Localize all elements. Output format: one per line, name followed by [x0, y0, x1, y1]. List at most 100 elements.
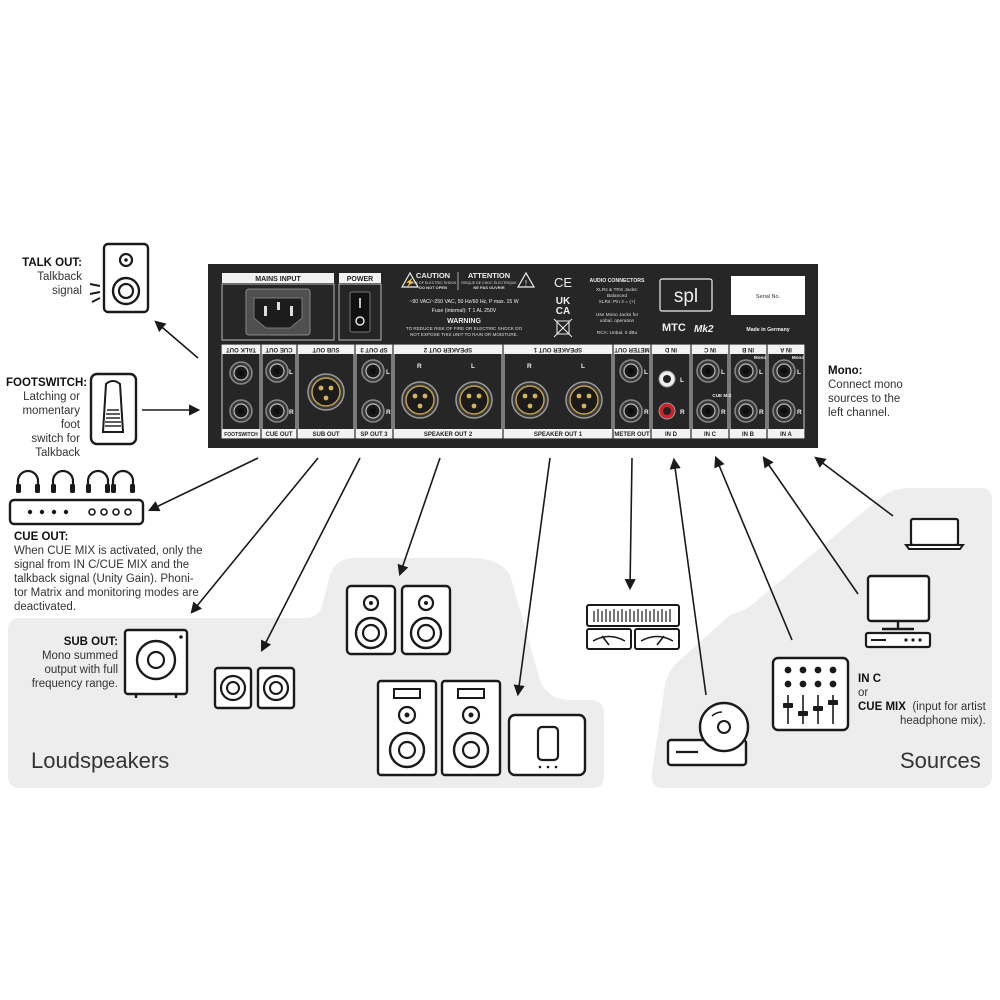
small-speakers-icon [213, 666, 296, 710]
speaker-out2-top-label: SPEAKER OUT 2 [423, 346, 472, 352]
meter-out-right-jack[interactable] [619, 399, 643, 423]
svg-text:NE PAS OUVRIR: NE PAS OUVRIR [473, 285, 504, 290]
svg-text:RCA: Unbal. 0 dBu: RCA: Unbal. 0 dBu [597, 330, 638, 336]
footswitch-label: FOOTSWITCH [224, 432, 258, 438]
center-speaker-icon [507, 713, 587, 777]
svg-text:R: R [759, 409, 764, 416]
in-a-bottom-label: IN A [780, 432, 792, 438]
svg-text:spl: spl [674, 286, 698, 307]
rear-panel: MAINS INPUT POWER ⚡ CAUTION RISK OF ELEC… [208, 264, 818, 448]
svg-text:L: L [644, 369, 648, 376]
svg-text:R: R [680, 409, 685, 416]
sp-out3-bottom-label: SP OUT 3 [360, 432, 388, 438]
in-d-top-label: IN D [664, 346, 677, 352]
in-b-bottom-label: IN B [742, 432, 755, 438]
svg-text:Balanced: Balanced [607, 293, 627, 299]
made-in-label: Made in Germany [746, 327, 789, 333]
meter-out-bottom-label: METER OUT [614, 432, 650, 438]
svg-text:!: ! [525, 279, 527, 288]
in-a-left-jack[interactable] [772, 359, 796, 383]
mono-label-b: Mono [754, 355, 766, 360]
meter-bridge-icon [586, 604, 680, 650]
mono-note: Mono: Connect mono sources to the left c… [828, 365, 903, 419]
svg-text:L: L [797, 369, 801, 376]
speaker-out1-bottom-label: SPEAKER OUT 1 [534, 432, 583, 438]
sp-out3-right-jack[interactable] [361, 399, 385, 423]
laptop-icon [904, 517, 965, 550]
sub-out-xlr[interactable] [307, 373, 345, 411]
arrow-in-a [814, 456, 894, 517]
footswitch-pedal-icon [89, 372, 138, 446]
svg-text:R: R [417, 363, 422, 370]
in-a-top-label: IN A [779, 346, 791, 352]
cue-out-top-label: CUE OUT [265, 346, 292, 352]
svg-text:R: R [644, 409, 649, 416]
svg-text:R: R [289, 409, 294, 416]
model-suffix: Mk2 [694, 324, 714, 335]
main-speakers-icon [376, 679, 502, 777]
svg-text:R: R [527, 363, 532, 370]
talk-out-jack[interactable] [229, 361, 253, 385]
svg-text:L: L [471, 363, 475, 370]
cue-out-right-jack[interactable] [265, 399, 289, 423]
meter-out-top-label: METER OUT [614, 346, 650, 352]
svg-text:R: R [386, 409, 391, 416]
in-c-bottom-label: IN C [704, 432, 717, 438]
weee-bin-icon [553, 318, 573, 338]
attention-title: ATTENTION [468, 271, 510, 280]
svg-text:Serial No.: Serial No. [756, 294, 781, 300]
serial-plate [731, 276, 805, 315]
speaker-out2-right-xlr[interactable] [401, 381, 439, 419]
svg-text:RISQUE DE CHOC ÉLECTRIQUE: RISQUE DE CHOC ÉLECTRIQUE [461, 280, 517, 285]
speaker-out1-right-xlr[interactable] [511, 381, 549, 419]
meter-out-left-jack[interactable] [619, 359, 643, 383]
power-switch[interactable] [349, 291, 371, 333]
svg-text:XLRs & TRS Jacks:: XLRs & TRS Jacks: [596, 287, 638, 293]
speaker-out2-left-xlr[interactable] [455, 381, 493, 419]
mains-input-label-box [222, 273, 334, 283]
svg-text:CA: CA [556, 306, 570, 317]
arrow-sp-out3 [260, 457, 361, 652]
audio-connectors-title: AUDIO CONNECTORS [590, 278, 645, 284]
in-c-left-jack[interactable] [696, 359, 720, 383]
cue-out-left-jack[interactable] [265, 359, 289, 383]
sources-region-label: Sources [900, 748, 981, 773]
svg-text:L: L [759, 369, 763, 376]
in-b-top-label: IN B [741, 346, 754, 352]
speaker-out1-left-xlr[interactable] [565, 381, 603, 419]
in-d-right-rca[interactable] [658, 402, 676, 420]
mains-input-label: MAINS INPUT [255, 276, 301, 283]
arrow-meter-out [624, 457, 636, 591]
sub-out-note: SUB OUT: Mono summed output with full fr… [31, 636, 118, 690]
arrow-in-d [669, 457, 707, 696]
speaker-out1-top-label: SPEAKER OUT 1 [533, 346, 582, 352]
in-d-left-rca[interactable] [658, 370, 676, 388]
talkback-speaker-icon [89, 242, 150, 314]
arrow-in-b [762, 456, 859, 595]
in-b-left-jack[interactable] [734, 359, 758, 383]
cue-out-note: CUE OUT: When CUE MIX is activated, only… [14, 531, 203, 613]
svg-text:L: L [680, 377, 684, 384]
arrow-talk-out [154, 320, 199, 359]
spl-logo [659, 278, 713, 312]
footswitch-jack[interactable] [229, 399, 253, 423]
in-c-right-jack[interactable] [696, 399, 720, 423]
sp-out3-left-jack[interactable] [361, 359, 385, 383]
subwoofer-icon [123, 628, 189, 698]
speaker-out2-bottom-label: SPEAKER OUT 2 [424, 432, 473, 438]
svg-text:⚡: ⚡ [405, 277, 415, 287]
in-a-right-jack[interactable] [772, 399, 796, 423]
svg-text:L: L [721, 369, 725, 376]
svg-text:unbal. operation: unbal. operation [600, 318, 635, 324]
svg-text:TO REDUCE RISK OF FIRE OR ELEC: TO REDUCE RISK OF FIRE OR ELECTRIC SHOCK… [406, 326, 523, 331]
sub-out-top-label: SUB OUT [312, 346, 339, 352]
svg-text:DO NOT OPEN: DO NOT OPEN [419, 285, 447, 290]
headphone-amp-icon [8, 469, 145, 526]
arrow-speaker-out1 [513, 457, 551, 697]
ce-mark: CE [554, 275, 572, 290]
svg-text:RISK OF ELECTRIC SHOCK: RISK OF ELECTRIC SHOCK [410, 281, 458, 285]
power-spec: ~90 VAC/~250 VAC, 50 Hz/60 Hz, P max. 15… [409, 299, 518, 305]
in-b-right-jack[interactable] [734, 399, 758, 423]
cue-out-bottom-label: CUE OUT [266, 432, 293, 438]
